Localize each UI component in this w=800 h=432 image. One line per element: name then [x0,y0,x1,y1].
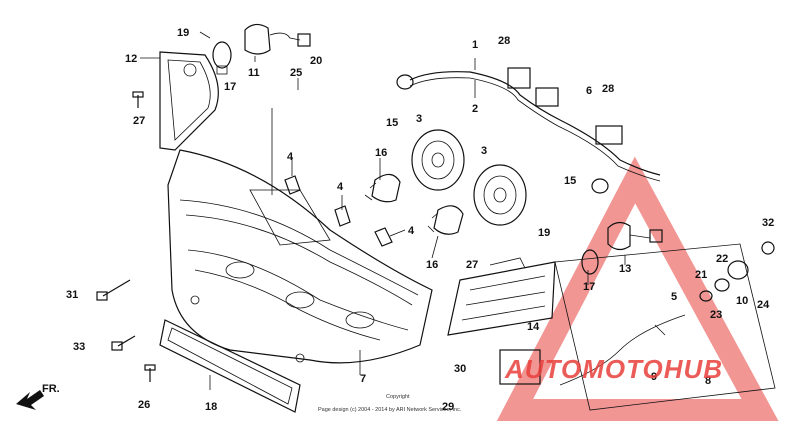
callout-19: 19 [177,27,189,39]
callout-15-b: 15 [564,175,576,187]
clip-4c [374,227,393,247]
callout-24: 24 [757,299,770,311]
callout-1: 1 [472,39,478,51]
callout-17-b: 17 [583,281,595,293]
callout-numbers: 19 12 11 17 20 25 27 1 28 2 15 3 4 16 4 … [66,27,774,413]
socket-11 [244,23,311,55]
callout-20: 20 [310,55,322,67]
callout-12: 12 [125,53,137,65]
callout-29: 29 [442,401,454,413]
callout-4: 4 [287,151,294,163]
bulb-17-right [581,249,599,275]
lower-trim [159,319,301,413]
callout-25: 25 [290,67,302,79]
callout-17: 17 [224,81,236,93]
bolt-33 [111,335,136,351]
bulb-16-upper [364,173,401,203]
leader-lines [140,31,626,390]
callout-22: 22 [716,253,728,265]
front-direction-arrow: FR. [16,383,60,410]
watermark-wordmark: AUTOMOTOHUB [504,354,723,384]
clip-4b [334,205,351,227]
wire-harness [396,67,661,194]
callout-30: 30 [454,363,466,375]
copyright-line2: Page design (c) 2004 - 2014 by ARI Netwo… [318,407,462,413]
callout-4-b: 4 [337,181,344,193]
side-reflector [159,51,219,151]
callout-19-b: 19 [538,227,550,239]
callout-27: 27 [133,115,145,127]
callout-4-c: 4 [408,225,415,237]
watermark-text: AUTOMOTOHUB [504,354,723,384]
callout-27-b: 27 [466,259,478,271]
callout-28-b: 28 [602,83,614,95]
callout-11: 11 [248,67,260,79]
callout-16-b: 16 [426,259,438,271]
right-subassembly [499,241,776,411]
callout-31: 31 [66,289,78,301]
dust-cover-lower [473,164,527,226]
watermark-logo [496,156,779,421]
callout-8: 8 [705,375,711,387]
bulb-17-top [212,41,232,75]
callout-21: 21 [695,269,707,281]
callout-3: 3 [416,113,422,125]
turn-signal-lens [447,257,556,336]
callout-13: 13 [619,263,631,275]
callout-14: 14 [527,321,540,333]
screw-26 [144,364,156,382]
callout-2: 2 [472,103,478,115]
callout-15: 15 [386,117,398,129]
bulb-16-lower [427,205,464,235]
copyright-line1: Copyright [386,394,410,400]
turn-socket-13 [607,221,663,251]
front-direction-label: FR. [42,383,60,395]
callout-16: 16 [375,147,387,159]
callout-32: 32 [762,217,774,229]
screw-27 [132,91,144,108]
callout-9: 9 [651,371,657,383]
bolt-31 [96,279,131,301]
callout-23: 23 [710,309,722,321]
callout-33: 33 [73,341,85,353]
callout-7: 7 [360,373,366,385]
callout-18: 18 [205,401,217,413]
callout-5: 5 [671,291,677,303]
clip-4a [284,175,301,195]
copyright-block: Copyright Page design (c) 2004 - 2014 by… [318,394,462,413]
headlight-assembly [167,149,433,364]
callout-6: 6 [586,85,592,97]
callout-26: 26 [138,399,150,411]
callout-10: 10 [736,295,748,307]
callout-28: 28 [498,35,510,47]
dust-cover-upper [411,129,465,191]
callout-3-b: 3 [481,145,487,157]
